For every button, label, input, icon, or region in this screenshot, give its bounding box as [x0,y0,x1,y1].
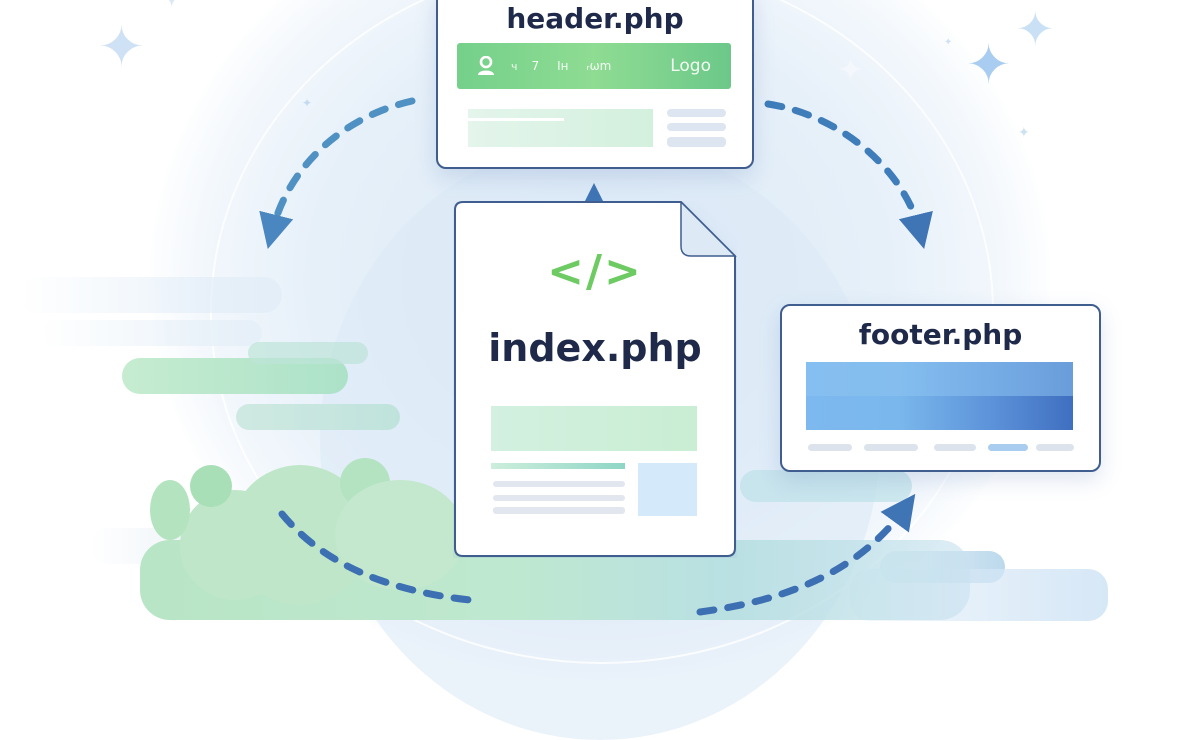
arrow-header-to-footer [764,100,933,250]
index-text-line [493,495,625,501]
code-icon: </> [547,246,643,297]
sparkle-icon: ✦ [98,15,145,80]
sparkle-icon: ✦ [944,37,953,48]
footer-php-card: footer.php [780,304,1101,472]
header-sidebar-line [667,123,726,131]
arrow-bottom-left [278,510,474,604]
arrow-bottom-to-footer [696,493,916,616]
footer-card-title: footer.php [858,318,1023,351]
sparkle-icon: ✦ [160,0,183,12]
header-content-block [468,109,653,147]
green-cloud-3 [190,465,232,507]
left-green-bar-3 [236,404,400,430]
nav-item: 7 [531,59,540,73]
left-green-bar-2 [248,342,368,364]
nav-item: ᵣωm [586,59,612,73]
footer-link [864,444,918,451]
green-cloud-4 [150,480,190,540]
footer-link [1036,444,1074,451]
left-cloud-bar-2 [40,320,262,346]
header-nav-bar: ч 7 Ιн ᵣωm Logo [457,43,731,89]
index-image-placeholder [638,463,697,516]
footer-link-active [988,444,1028,451]
nav-item: ч [511,59,518,73]
footer-banner [806,362,1073,430]
arrow-header-to-left [259,97,416,249]
sparkle-icon: ✦ [838,53,864,88]
header-sidebar-line [667,109,726,117]
index-text-line [493,507,625,514]
header-sidebar-line [667,137,726,147]
footer-link [934,444,976,451]
index-php-card: </> index.php [453,201,737,558]
footer-link [808,444,852,451]
header-php-card: header.php ч 7 Ιн ᵣωm Logo [436,0,754,169]
sparkle-icon: ✦ [966,33,1012,96]
index-card-title: index.php [488,326,702,370]
index-hero-block [491,406,697,451]
sparkle-icon: ✦ [302,96,313,110]
left-green-bar-1 [122,358,348,394]
sparkle-icon: ✦ [1016,2,1055,56]
nav-item: Ιн [557,59,569,73]
sparkle-icon: ✦ [1018,125,1030,141]
user-icon [477,55,495,76]
logo-text: Logo [670,56,711,76]
index-text-line [493,481,625,487]
header-card-title: header.php [506,2,684,35]
left-cloud-bar-1 [20,277,282,313]
index-heading-line [491,463,625,469]
header-content-line [468,118,564,121]
